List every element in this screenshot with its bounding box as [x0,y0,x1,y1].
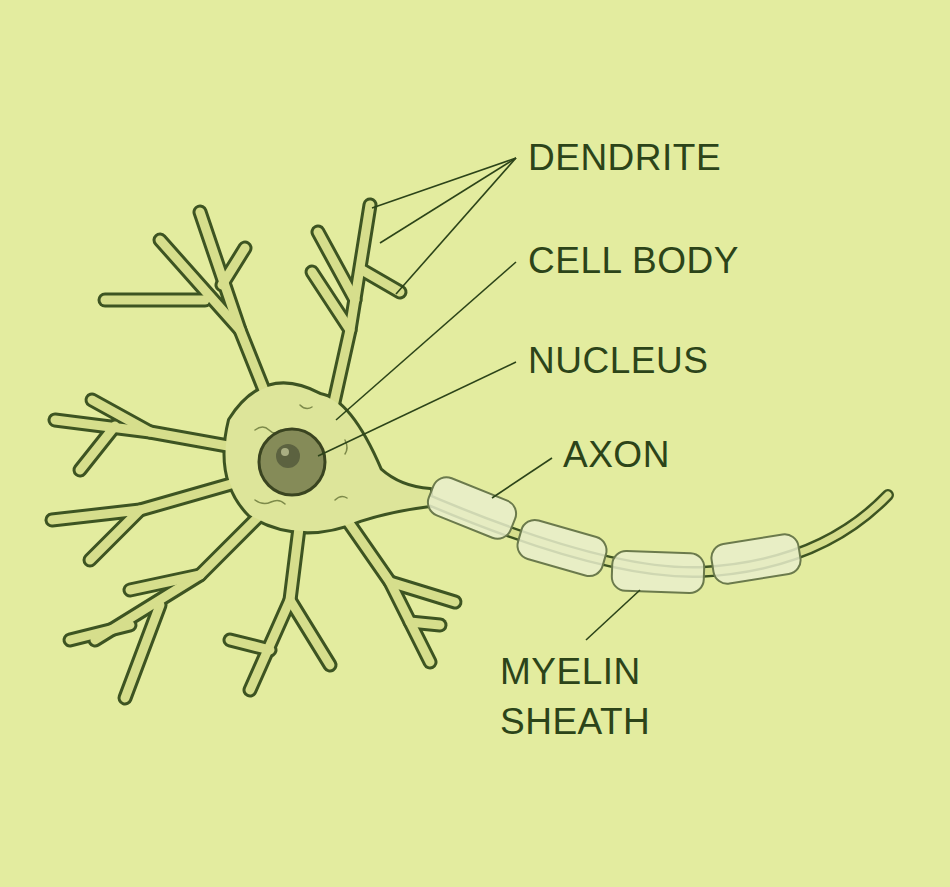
dendrite-branch [222,248,245,285]
dendrite-branch [410,622,440,625]
nucleus [259,429,325,495]
dendrite-branch [362,270,400,292]
dendrite-branch [105,296,205,305]
dendrite-branch [290,600,330,665]
dendrite-branch [92,400,150,432]
dendrite-branch [80,426,115,470]
dendrite-fill [52,205,455,698]
dendrite-branch [222,248,245,285]
dendrite-branch [160,240,240,330]
dendrite-outline [52,205,455,698]
part-label: NUCLEUS [528,336,708,386]
dendrite-branch [105,293,205,308]
nucleolus-highlight [281,448,289,456]
leader-lines [318,158,640,640]
part-label: AXON [563,430,670,480]
dendrite-branch [52,480,245,520]
dendrite-branch [95,510,265,640]
dendrite-branch [230,640,270,650]
dendrite-branch [290,600,330,665]
dendrite-branch [362,270,400,292]
dendrite-branch [410,622,440,625]
dendrite-branch [130,575,200,590]
dendrite-branch [230,640,270,650]
dendrite-branch [80,426,115,470]
cytoplasm-texture [255,405,347,504]
dendrite-branch [52,480,245,520]
dendrite-branch [90,510,140,560]
nucleolus [276,444,300,468]
part-label: DENDRITE [528,133,721,183]
soma-outline [226,384,431,531]
soma-fill [226,384,431,531]
dendrite-branch [70,625,130,640]
part-label: MYELIN SHEATH [500,647,700,747]
dendrite-branch [125,605,160,698]
part-label: CELL BODY [528,236,739,286]
myelin-segments [424,473,803,594]
dendrite-branch [318,232,355,300]
dendrite-branch [390,582,455,602]
